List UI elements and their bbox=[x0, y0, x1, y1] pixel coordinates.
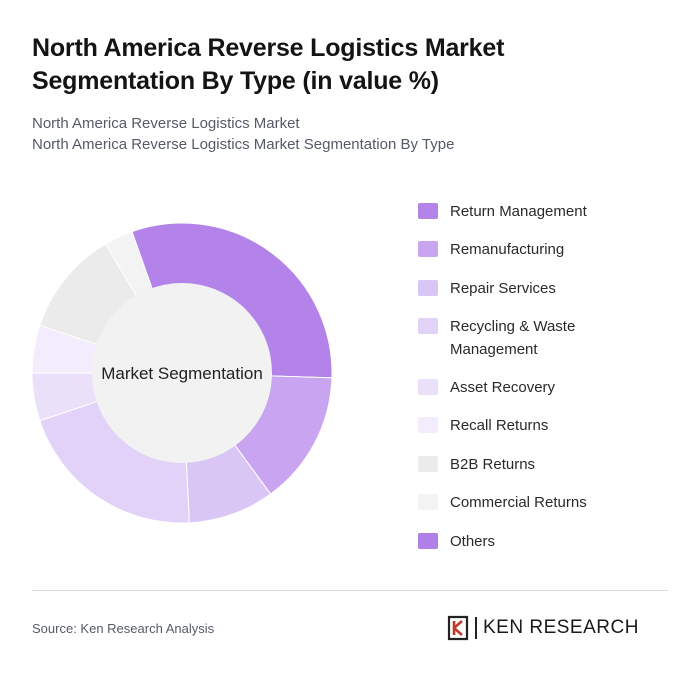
legend-item-commercial-returns: Commercial Returns bbox=[418, 491, 688, 514]
legend-label: Return Management bbox=[450, 203, 587, 220]
legend-label: B2B Returns bbox=[450, 456, 536, 473]
legend-item-asset-recovery: Asset Recovery bbox=[418, 376, 688, 399]
chart-title: North America Reverse Logistics Market S… bbox=[32, 34, 505, 95]
chart-subtitle: North America Reverse Logistics Market N… bbox=[32, 113, 592, 155]
footer-divider bbox=[32, 590, 668, 591]
legend-item-others: Others bbox=[418, 530, 688, 553]
donut-chart: Market Segmentation bbox=[31, 222, 333, 524]
legend-swatch bbox=[418, 241, 438, 257]
legend-swatch bbox=[418, 280, 438, 296]
subtitle-line-2: North America Reverse Logistics Market S… bbox=[32, 136, 455, 153]
legend-item-repair-services: Repair Services bbox=[418, 277, 688, 300]
legend-item-recall-returns: Recall Returns bbox=[418, 414, 688, 437]
legend-label: Remanufacturing bbox=[450, 241, 565, 258]
brand-name: KEN RESEARCH bbox=[483, 617, 639, 638]
legend-label: Others bbox=[450, 533, 496, 550]
source-note: Source: Ken Research Analysis bbox=[32, 621, 215, 636]
brand-logo: KEN RESEARCH bbox=[447, 614, 639, 642]
legend-label: Commercial Returns bbox=[450, 494, 587, 511]
donut-hole bbox=[92, 283, 272, 463]
legend-item-remanufacturing: Remanufacturing bbox=[418, 238, 688, 261]
center-label: Market Segmentation bbox=[101, 364, 263, 383]
legend-label: Repair Services bbox=[450, 280, 556, 297]
legend-item-recycling-waste-management: Recycling & Waste Management bbox=[418, 315, 688, 361]
legend-swatch bbox=[418, 417, 438, 433]
subtitle-line-1: North America Reverse Logistics Market bbox=[32, 115, 300, 132]
legend-label: Recycling & Waste Management bbox=[450, 318, 576, 358]
ken-research-logo-icon bbox=[447, 615, 469, 641]
legend-swatch bbox=[418, 533, 438, 549]
legend-item-return-management: Return Management bbox=[418, 200, 688, 223]
legend-label: Asset Recovery bbox=[450, 379, 556, 396]
legend-item-b2b-returns: B2B Returns bbox=[418, 453, 688, 476]
legend-label: Recall Returns bbox=[450, 417, 549, 434]
legend-swatch bbox=[418, 456, 438, 472]
brand-separator bbox=[475, 617, 477, 639]
legend-swatch bbox=[418, 203, 438, 219]
legend-swatch bbox=[418, 494, 438, 510]
legend-swatch bbox=[418, 379, 438, 395]
legend-swatch bbox=[418, 318, 438, 334]
